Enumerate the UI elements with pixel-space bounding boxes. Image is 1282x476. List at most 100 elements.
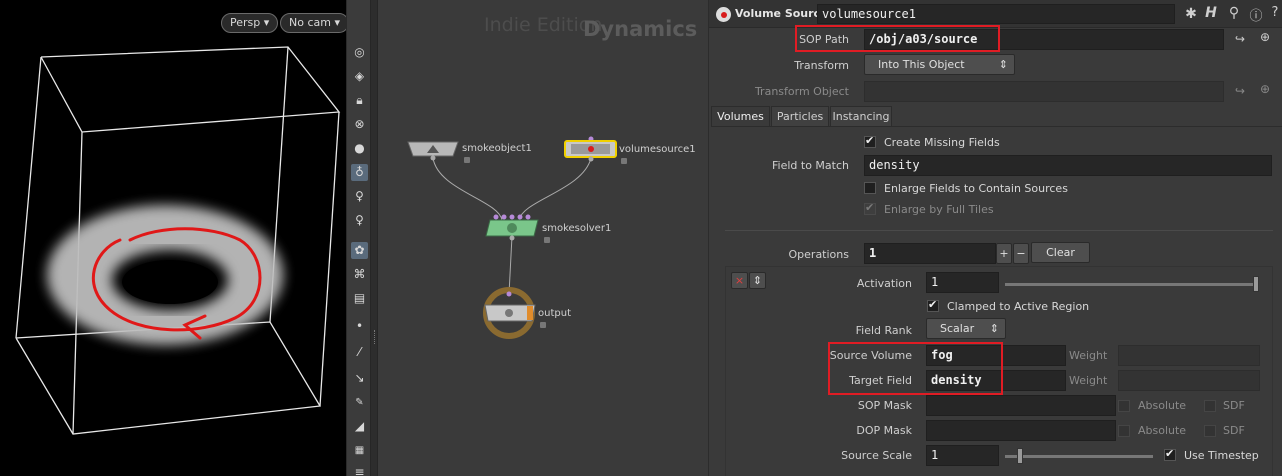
clamped-label: Clamped to Active Region (947, 300, 1090, 313)
source-weight-label: Weight (1069, 349, 1108, 362)
point-icon[interactable]: • (355, 319, 364, 333)
help-h-icon[interactable]: H (1205, 5, 1217, 21)
node-label-smokesolver1: smokesolver1 (542, 223, 612, 234)
highlight-sop-path (795, 25, 1000, 52)
remove-instance-button[interactable]: × (731, 272, 748, 289)
node-chooser-icon[interactable]: ⊕ (1259, 30, 1271, 44)
source-scale-slider-handle[interactable] (1017, 448, 1023, 464)
dop-mask-label: DOP Mask (856, 424, 912, 437)
count-icon[interactable]: ✎ (355, 397, 364, 408)
enlarge-tiles-checkbox[interactable] (864, 201, 876, 215)
node-output[interactable] (483, 287, 536, 339)
transform-label: Transform (794, 59, 849, 72)
eye-icon[interactable]: ◎ (354, 45, 365, 59)
node-name-field[interactable]: volumesource1 (817, 4, 1175, 24)
source-scale-slider[interactable] (1005, 455, 1153, 458)
field-rank-label: Field Rank (855, 324, 912, 337)
dop-mask-sdf-checkbox[interactable] (1204, 425, 1216, 437)
gear-icon[interactable]: ✱ (1185, 6, 1197, 22)
clear-operations-button[interactable]: Clear (1031, 242, 1090, 263)
sop-mask-field[interactable] (926, 395, 1116, 416)
transform-menu[interactable]: Into This Object ⇕ (864, 54, 1015, 75)
tab-volumes[interactable]: Volumes (711, 106, 770, 127)
camera-menu[interactable]: No cam ▾ (280, 13, 346, 33)
volume-source-node-icon (716, 7, 731, 22)
ghost-icon[interactable]: ⊗ (354, 117, 365, 131)
grid-count-icon[interactable]: ▦ (354, 445, 365, 456)
transform-object-field[interactable] (864, 81, 1224, 102)
activation-field[interactable]: 1 (926, 272, 999, 293)
shading-icon[interactable]: ✿ (351, 242, 368, 259)
network-editor[interactable]: Indie Edition Dynamics (378, 0, 708, 476)
sop-path-field[interactable]: /obj/a03/source (864, 29, 1224, 50)
smoke-torus (47, 205, 283, 345)
operations-count-field[interactable]: 1 (864, 243, 996, 264)
dop-mask-field[interactable] (926, 420, 1116, 441)
node-volumesource1[interactable] (564, 136, 617, 162)
source-scale-label: Source Scale (841, 449, 912, 462)
separator (725, 230, 1273, 231)
persp-menu[interactable]: Persp ▾ (221, 13, 279, 33)
create-missing-label: Create Missing Fields (884, 136, 1000, 149)
field-to-match-label: Field to Match (772, 159, 849, 172)
rotation-annotation (91, 227, 262, 340)
add-operation-button[interactable]: + (996, 243, 1012, 264)
sop-mask-absolute-checkbox[interactable] (1118, 400, 1130, 412)
help-icon[interactable]: ? (1271, 5, 1279, 20)
target-weight-label: Weight (1069, 374, 1108, 387)
jump-to-icon[interactable]: ↪ (1234, 84, 1246, 98)
network-context-label: Dynamics (583, 17, 698, 41)
tab-instancing[interactable]: Instancing (830, 106, 892, 127)
viewport-canvas (15, 46, 341, 435)
brush-icon[interactable]: ⁄ (358, 345, 361, 359)
sop-mask-sdf-label: SDF (1223, 399, 1245, 412)
create-missing-checkbox[interactable] (864, 134, 876, 148)
tab-particles[interactable]: Particles (771, 106, 829, 127)
source-weight-field[interactable] (1118, 345, 1260, 366)
snapshot-icon[interactable]: ▤ (353, 291, 366, 305)
lock-icon (621, 158, 627, 164)
node-chooser-icon[interactable]: ⊕ (1259, 82, 1271, 96)
field-to-match-field[interactable]: density (864, 155, 1272, 176)
source-scale-field[interactable]: 1 (926, 445, 999, 466)
sop-path-label: SOP Path (799, 33, 849, 46)
layers-icon[interactable]: ≡ (354, 465, 365, 476)
activation-slider-handle[interactable] (1253, 276, 1259, 292)
display-icon[interactable]: ◈ (354, 69, 365, 83)
bulb-icon[interactable]: ♀ (355, 189, 364, 203)
use-timestep-checkbox[interactable] (1164, 447, 1176, 461)
lock-icon[interactable]: 🔒︎ (356, 93, 363, 107)
pin-icon[interactable]: ↘ (354, 371, 365, 385)
info-icon[interactable]: ⓘ (1249, 9, 1263, 24)
jump-to-icon[interactable]: ↪ (1234, 32, 1246, 46)
pane-divider[interactable] (370, 0, 378, 476)
scene-viewport[interactable]: Persp ▾ No cam ▾ (0, 0, 346, 476)
node-label-output: output (538, 308, 571, 319)
dop-mask-absolute-checkbox[interactable] (1118, 425, 1130, 437)
visibility-icon[interactable]: ⌘ (353, 267, 366, 281)
node-type-label: Volume Source (735, 7, 828, 20)
enlarge-fields-checkbox[interactable] (864, 182, 876, 194)
gear-bulb-icon[interactable]: ♀ (355, 213, 364, 227)
target-weight-field[interactable] (1118, 370, 1260, 391)
param-header: Volume Source volumesource1 ✱ H ⚲ ⓘ ? (709, 0, 1282, 28)
remove-operation-button[interactable]: − (1013, 243, 1029, 264)
target-field-field[interactable]: density (926, 370, 1066, 391)
tab-underline (711, 126, 1282, 127)
source-volume-field[interactable]: fog (926, 345, 1066, 366)
use-timestep-label: Use Timestep (1184, 449, 1259, 462)
move-instance-button[interactable]: ⇕ (749, 272, 766, 289)
light-icon[interactable]: ♁ (351, 164, 368, 181)
sop-mask-label: SOP Mask (857, 399, 912, 412)
sphere-icon[interactable]: ● (354, 141, 365, 155)
search-icon[interactable]: ⚲ (1228, 5, 1240, 21)
sop-mask-sdf-checkbox[interactable] (1204, 400, 1216, 412)
field-rank-menu[interactable]: Scalar ⇕ (926, 318, 1006, 339)
node-smokeobject1[interactable] (407, 141, 459, 161)
activation-slider[interactable] (1005, 283, 1255, 286)
clamped-checkbox[interactable] (927, 298, 939, 312)
node-smokesolver1[interactable] (485, 214, 539, 241)
transform-object-label: Transform Object (754, 85, 849, 98)
eraser-icon[interactable]: ◢ (354, 419, 365, 433)
updown-icon: ⇕ (989, 322, 999, 335)
